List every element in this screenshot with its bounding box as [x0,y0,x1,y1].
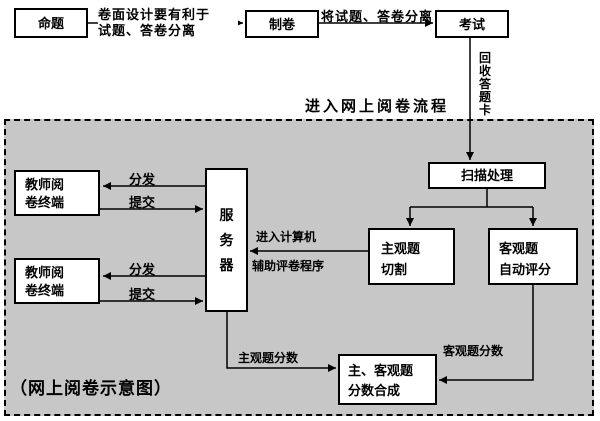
edge-label-separate-papers: 将试题、答卷分离 [321,9,434,24]
edge-label-submit-2: 提交 [129,287,156,302]
edge-label-subjective-score: 主观题分数 [238,351,299,365]
node-server: 服务器 [205,168,248,312]
edge-label-paper-design-line2: 试题、答卷分离 [98,23,197,38]
edge-label-objective-score: 客观题分数 [443,344,504,358]
node-server-label: 服务器 [219,206,234,273]
node-objective-auto-score-line1: 客观题 [499,241,539,256]
node-paper-making: 制卷 [245,10,319,38]
node-exam: 考试 [435,10,509,38]
section-title-online-marking: 进入网上阅卷流程 [305,98,450,115]
node-scan-processing: 扫描处理 [428,162,546,189]
node-subjective-cut: 主观题 切割 [368,228,455,285]
edge-label-collect-answer-cards: 回收答题卡 [478,51,491,117]
diagram-caption: （网上阅卷示意图） [10,379,172,398]
edge-label-distribute-2: 分发 [129,262,156,277]
edge-label-paper-design: 卷面设计要有利于 试题、答卷分离 [98,7,238,39]
node-subjective-cut-line2: 切割 [381,262,408,277]
node-teacher-terminal-2-line2: 卷终端 [25,283,65,298]
edge-label-submit-1: 提交 [129,195,156,210]
edge-label-distribute-1: 分发 [129,172,156,187]
node-score-merge: 主、客观题 分数合成 [338,354,437,405]
edge-label-paper-design-line1: 卷面设计要有利于 [98,7,211,22]
node-teacher-terminal-2: 教师阅 卷终端 [14,258,100,304]
edge-label-enter-computer: 进入计算机 [256,230,317,244]
node-score-merge-line1: 主、客观题 [348,363,414,378]
node-teacher-terminal-1-line1: 教师阅 [25,177,65,192]
node-proposition: 命题 [14,8,88,38]
edge-label-assist-program: 辅助评卷程序 [252,259,325,273]
node-subjective-cut-line1: 主观题 [381,241,421,256]
node-teacher-terminal-2-line1: 教师阅 [25,265,65,280]
node-teacher-terminal-1-line2: 卷终端 [25,195,65,210]
node-score-merge-line2: 分数合成 [348,383,401,398]
node-objective-auto-score-line2: 自动评分 [499,262,552,277]
node-teacher-terminal-1: 教师阅 卷终端 [14,170,100,216]
node-objective-auto-score: 客观题 自动评分 [488,228,578,285]
